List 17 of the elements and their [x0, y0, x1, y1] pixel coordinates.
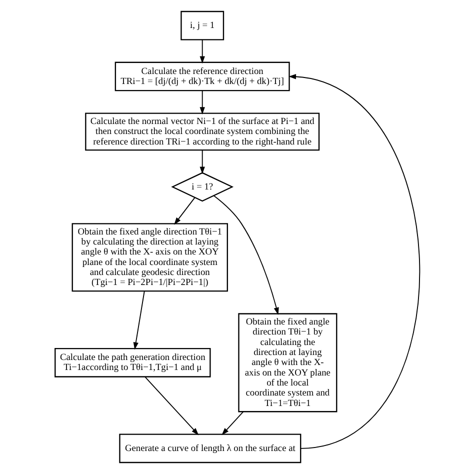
arrow	[199, 39, 204, 64]
arrow	[174, 197, 195, 225]
node-diamond: i = 1?	[170, 172, 234, 202]
arrow	[132, 290, 144, 350]
arrow	[199, 150, 204, 174]
node-box: Calculate the normal vector Ni−1 of the surface at Pi−1 and then construct the local coordinate system combining the reference direction TRi−1 according to the right-hand rule	[84, 112, 320, 151]
node-box: Generate a curve of length λ on the surface at	[118, 434, 301, 464]
arrow	[221, 411, 244, 436]
arrow	[144, 376, 198, 436]
arrow	[212, 195, 278, 315]
node-box: Obtain the fixed angle direction Tθi−1 by calculating the direction at laying angle θ with the X- axis on the XOY plane of the local coordinate system and Ti−1=Tθi−1	[238, 313, 337, 412]
node-box: Obtain the fixed angle direction Tθi−1 by calculating the direction at laying angle θ with the X- axis on the XOY plane of the local coordinate system and calculate geodesic direction (Tgi−1 = Pi−2Pi−1/|Pi−2Pi−1|)	[71, 223, 228, 292]
node-box: Calculate the reference direction TRi−1 = [dj/(dj + dk)·Tk + dk/(dj + dk)·Tj]	[114, 62, 290, 92]
arrow	[199, 90, 204, 115]
arrow	[288, 74, 420, 449]
node-box: i, j = 1	[180, 10, 224, 40]
node-box: Calculate the path generation direction Ti−1according to Tθi−1,Tgi−1 and μ	[54, 348, 210, 378]
